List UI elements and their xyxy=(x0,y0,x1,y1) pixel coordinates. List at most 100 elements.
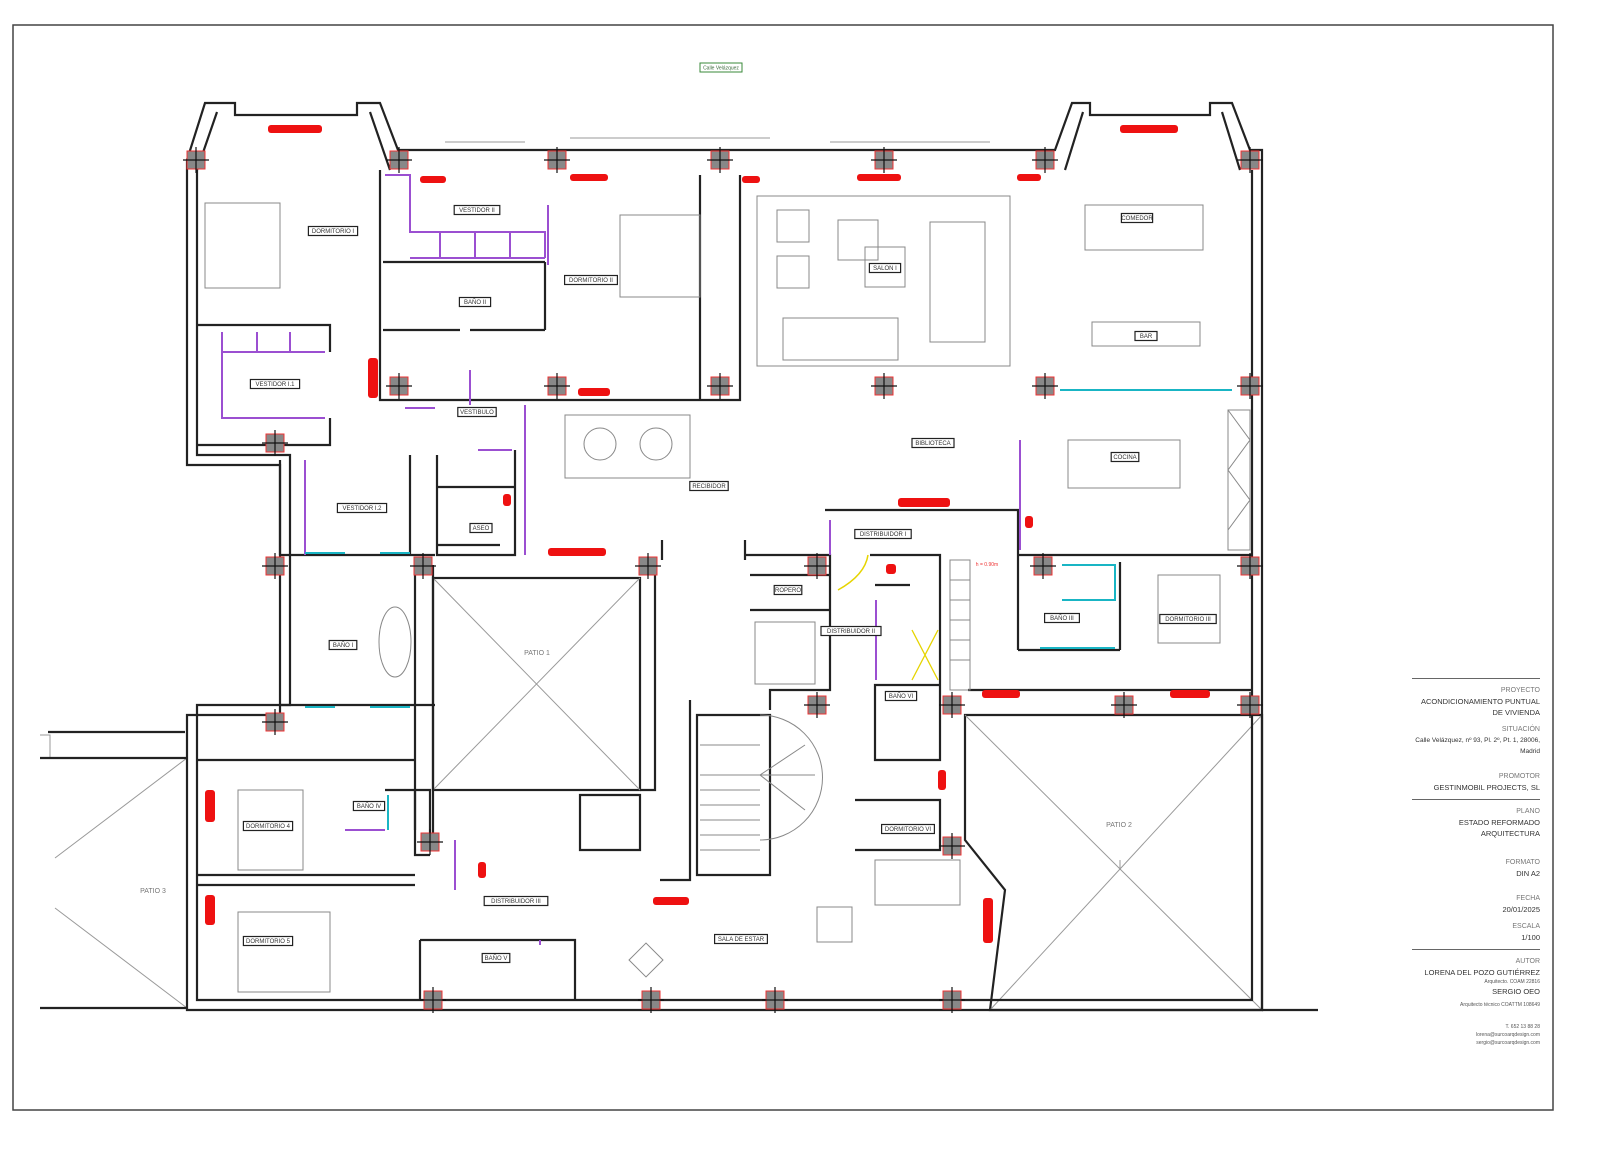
svg-text:SALA DE ESTAR: SALA DE ESTAR xyxy=(718,937,765,943)
radiator-icon xyxy=(938,770,946,790)
room-label-distribuidor-3: DISTRIBUIDOR III xyxy=(483,895,549,907)
svg-text:RECIBIDOR: RECIBIDOR xyxy=(692,484,726,490)
furniture xyxy=(204,195,1251,993)
room-label-bano-4: BAÑO IV xyxy=(352,800,386,812)
email-2: sergio@surcoarqdesign.com xyxy=(1476,1040,1540,1046)
column-icon xyxy=(1237,147,1263,173)
svg-text:COMEDOR: COMEDOR xyxy=(1121,216,1153,222)
svg-text:BAR: BAR xyxy=(1140,334,1153,340)
column-icon xyxy=(1237,373,1263,399)
svg-text:BAÑO IV: BAÑO IV xyxy=(357,803,381,810)
svg-text:BAÑO II: BAÑO II xyxy=(464,299,486,306)
svg-text:DORMITORIO 4: DORMITORIO 4 xyxy=(246,824,291,830)
column-icon xyxy=(939,692,965,718)
svg-text:DISTRIBUIDOR I: DISTRIBUIDOR I xyxy=(860,532,907,538)
autor-2-role: Arquitecto técnico COATTM 108649 xyxy=(1460,1002,1540,1008)
autor-2: SERGIO OEO xyxy=(1492,987,1540,996)
svg-text:BIBLIOTECA: BIBLIOTECA xyxy=(915,441,950,447)
room-label-distribuidor-2: DISTRIBUIDOR II xyxy=(820,625,882,637)
svg-text:BAÑO VI: BAÑO VI xyxy=(889,693,914,700)
room-label-biblioteca: BIBLIOTECA xyxy=(911,437,955,449)
column-icon xyxy=(1032,147,1058,173)
svg-text:PATIO 3: PATIO 3 xyxy=(140,888,166,895)
room-label-dormitorio-4: DORMITORIO 4 xyxy=(242,820,294,832)
room-label-cocina: COCINA xyxy=(1110,451,1140,463)
radiator-icon xyxy=(503,494,511,506)
radiator-icon xyxy=(982,690,1020,698)
radiator-icon xyxy=(898,498,950,507)
promotor-value: GESTINMOBIL PROJECTS, SL xyxy=(1433,783,1540,792)
room-label-recibidor: RECIBIDOR xyxy=(689,480,729,492)
column-icon xyxy=(262,430,288,456)
radiator-icon xyxy=(653,897,689,905)
column-icon xyxy=(638,987,664,1013)
room-label-distribuidor-1: DISTRIBUIDOR I xyxy=(854,528,912,540)
svg-text:BAÑO I: BAÑO I xyxy=(333,642,354,649)
column-icon xyxy=(635,553,661,579)
column-icon xyxy=(544,147,570,173)
column-icon xyxy=(386,373,412,399)
radiator-icon xyxy=(1025,516,1033,528)
column-icon xyxy=(762,987,788,1013)
svg-text:DORMITORIO III: DORMITORIO III xyxy=(1165,617,1211,623)
title-block: PROYECTO ACONDICIONAMIENTO PUNTUAL DE VI… xyxy=(1412,672,1540,1047)
fecha-heading: FECHA xyxy=(1516,895,1540,902)
column-icon xyxy=(939,987,965,1013)
svg-text:COCINA: COCINA xyxy=(1113,455,1136,461)
svg-text:DISTRIBUIDOR III: DISTRIBUIDOR III xyxy=(491,899,541,905)
svg-text:PATIO 2: PATIO 2 xyxy=(1106,822,1132,829)
room-label-dormitorio-6: DORMITORIO VI xyxy=(880,823,935,835)
fecha-value: 20/01/2025 xyxy=(1502,905,1540,914)
column-icon xyxy=(707,373,733,399)
column-icon xyxy=(420,987,446,1013)
room-label-bar: BAR xyxy=(1134,330,1158,342)
room-label-dormitorio-2: DORMITORIO II xyxy=(563,274,618,286)
radiator-icon xyxy=(205,895,215,925)
svg-text:DORMITORIO VI: DORMITORIO VI xyxy=(885,827,932,833)
column-icon xyxy=(1111,692,1137,718)
radiator-icon xyxy=(578,388,610,396)
column-icon xyxy=(410,553,436,579)
room-label-bano-2: BAÑO II xyxy=(458,296,492,308)
svg-text:DORMITORIO I: DORMITORIO I xyxy=(312,229,355,235)
structural-columns xyxy=(183,147,1263,1013)
column-icon xyxy=(804,692,830,718)
column-icon xyxy=(1237,553,1263,579)
svg-text:DORMITORIO 5: DORMITORIO 5 xyxy=(246,939,291,945)
plano-value: ESTADO REFORMADO ARQUITECTURA xyxy=(1458,818,1540,838)
column-icon xyxy=(871,147,897,173)
divider xyxy=(1412,949,1540,950)
room-label-bano-5: BAÑO V xyxy=(481,952,511,964)
room-label-vestibulo: VESTIBULO xyxy=(457,406,497,418)
column-icon xyxy=(386,147,412,173)
column-icon xyxy=(1030,553,1056,579)
radiator-icon xyxy=(548,548,606,556)
svg-text:VESTIDOR I.1: VESTIDOR I.1 xyxy=(255,382,295,388)
svg-text:BAÑO V: BAÑO V xyxy=(485,955,508,962)
radiator-icon xyxy=(478,862,486,878)
street-label: Calle Velázquez xyxy=(699,62,743,73)
room-label-salon-1: SALON I xyxy=(868,262,902,274)
escala-heading: ESCALA xyxy=(1512,923,1540,930)
room-label-vestidor-1-2: VESTIDOR I.2 xyxy=(336,502,388,514)
escala-value: 1/100 xyxy=(1521,933,1540,942)
room-label-comedor: COMEDOR xyxy=(1120,212,1153,224)
formato-value: DIN A2 xyxy=(1516,869,1540,878)
radiators xyxy=(205,125,1210,943)
radiator-icon xyxy=(268,125,322,133)
autor-1-role: Arquitecto. COAM 22816 xyxy=(1484,979,1540,985)
svg-text:DISTRIBUIDOR II: DISTRIBUIDOR II xyxy=(827,629,875,635)
column-icon xyxy=(262,553,288,579)
radiator-icon xyxy=(420,176,446,183)
svg-text:DORMITORIO II: DORMITORIO II xyxy=(569,278,613,284)
room-label-bano-6: BAÑO VI xyxy=(884,690,918,702)
room-label-dormitorio-5: DORMITORIO 5 xyxy=(242,935,294,947)
column-icon xyxy=(1032,373,1058,399)
radiator-icon xyxy=(1017,174,1041,181)
situacion-value: Calle Velázquez, nº 93, Pl. 2º, Pt. 1, 2… xyxy=(1415,737,1540,755)
column-icon xyxy=(871,373,897,399)
column-icon xyxy=(939,833,965,859)
partitions xyxy=(221,174,1232,945)
patio-1: PATIO 1 xyxy=(431,576,642,792)
